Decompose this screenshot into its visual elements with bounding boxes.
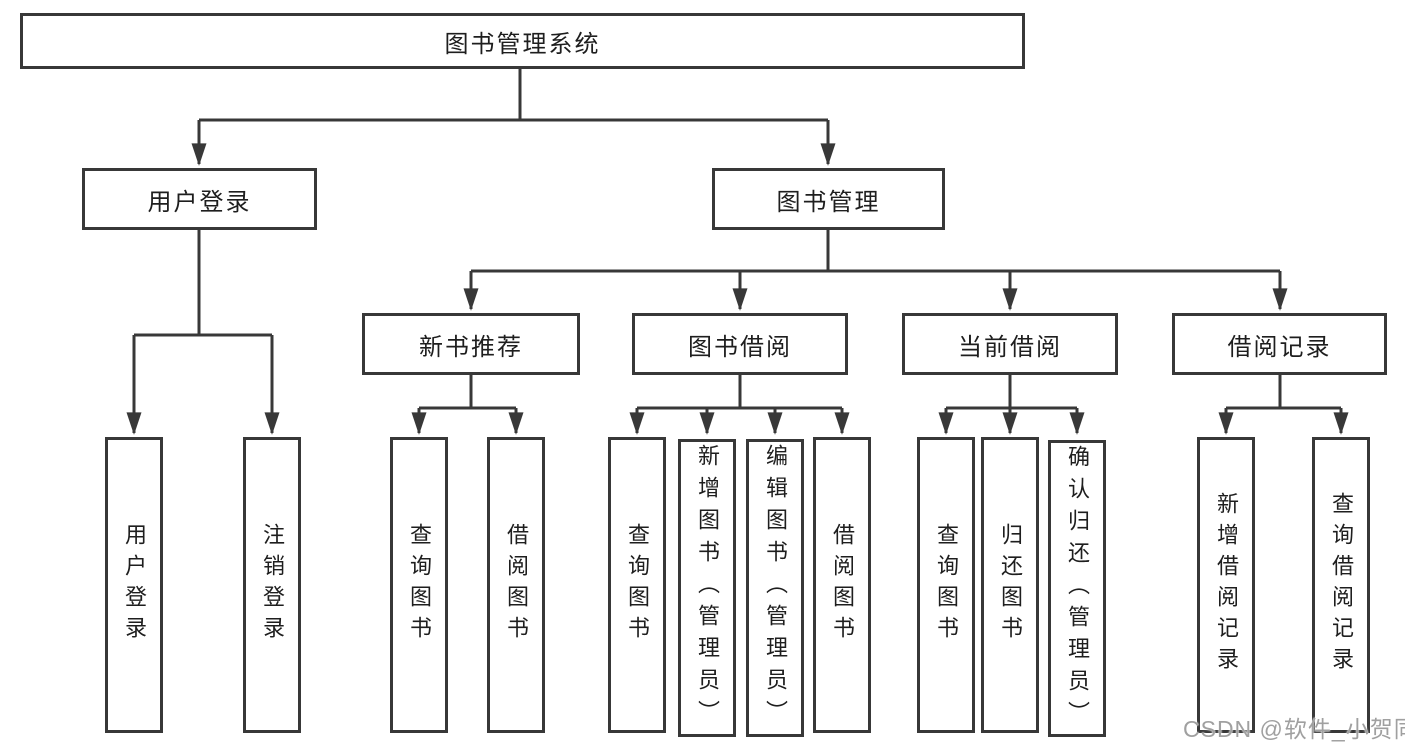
leaf-bb-add-book-admin: 新增图书（管理员） <box>678 439 736 737</box>
leaf-cb-confirm-return-admin: 确认归还（管理员） <box>1048 440 1106 737</box>
leaf-logout: 注销登录 <box>243 437 301 733</box>
csdn-watermark: CSDN @软件_小贺同学 <box>1183 716 1405 742</box>
leaf-br-query-record: 查询借阅记录 <box>1312 437 1370 733</box>
leaf-bb-edit-book-admin: 编辑图书（管理员） <box>746 439 804 737</box>
leaf-cb-query-books: 查询图书 <box>917 437 975 733</box>
node-book-management: 图书管理 <box>712 168 945 230</box>
leaf-br-add-record: 新增借阅记录 <box>1197 437 1255 733</box>
leaf-bb-borrow-books: 借阅图书 <box>813 437 871 733</box>
leaf-nb-query-books: 查询图书 <box>390 437 448 733</box>
leaf-cb-return-books: 归还图书 <box>981 437 1039 733</box>
node-root-system: 图书管理系统 <box>20 13 1025 69</box>
leaf-user-login: 用户登录 <box>105 437 163 733</box>
leaf-bb-query-books: 查询图书 <box>608 437 666 733</box>
leaf-nb-borrow-books: 借阅图书 <box>487 437 545 733</box>
node-current-borrow: 当前借阅 <box>902 313 1118 375</box>
node-borrow-record: 借阅记录 <box>1172 313 1387 375</box>
node-new-book-recommend: 新书推荐 <box>362 313 580 375</box>
node-book-borrow: 图书借阅 <box>632 313 848 375</box>
node-user-login: 用户登录 <box>82 168 317 230</box>
